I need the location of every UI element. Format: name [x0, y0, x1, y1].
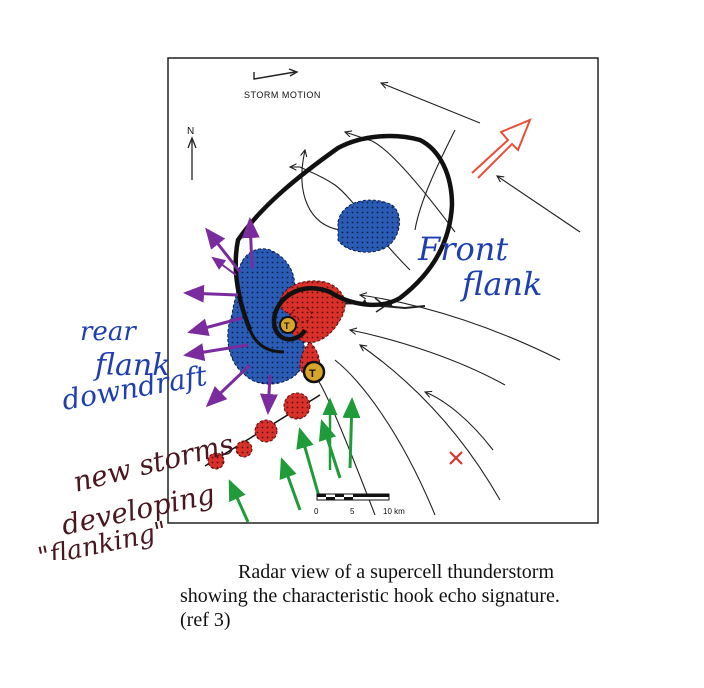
updraft-arrows	[228, 397, 361, 523]
rear-flank-downdraft-annotation: rear flank downdraft	[59, 317, 210, 417]
downdraft-arrows	[183, 217, 278, 415]
inflow-streamlines	[290, 83, 581, 516]
storm-motion-arrow	[471, 118, 532, 179]
forward-flank-core	[337, 199, 400, 253]
caption-line-1: Radar view of a supercell thunderstorm	[238, 561, 555, 583]
scale-label-0: 0	[314, 507, 319, 516]
scale-label-10km: 10 km	[383, 507, 405, 516]
caption-line-2: showing the characteristic hook echo sig…	[180, 585, 560, 607]
front-flank-annotation: Front flank	[417, 230, 542, 303]
scale-bar: 0 5 10 km	[314, 493, 405, 516]
rfd-line2: flank	[93, 348, 170, 383]
storm-outline	[233, 133, 455, 354]
rfd-line1: rear	[80, 317, 137, 347]
svg-text:T: T	[284, 321, 290, 331]
north-arrow: N	[187, 126, 197, 180]
supercell-radar-diagram: STORM MOTION N	[35, 57, 599, 560]
radar-frame	[167, 57, 599, 524]
storm-motion-indicator: STORM MOTION	[244, 68, 321, 100]
rear-flank-core	[227, 248, 305, 385]
caption-line-3: (ref 3)	[180, 609, 231, 631]
mesocyclone-symbols: T T	[279, 316, 326, 384]
new-storms-annotation: new storms developing "flanking"	[35, 427, 237, 560]
svg-text:T: T	[309, 368, 316, 380]
north-label: N	[187, 126, 194, 137]
flanking-cells	[204, 392, 321, 470]
front-flank-line1: Front	[417, 230, 508, 268]
scale-label-5: 5	[350, 507, 355, 516]
caption: Radar view of a supercell thunderstorm s…	[180, 560, 680, 632]
storm-motion-label: STORM MOTION	[244, 90, 321, 100]
precipitation-cores	[227, 199, 400, 385]
front-flank-line2: flank	[460, 265, 542, 303]
red-x-marker	[449, 451, 463, 465]
